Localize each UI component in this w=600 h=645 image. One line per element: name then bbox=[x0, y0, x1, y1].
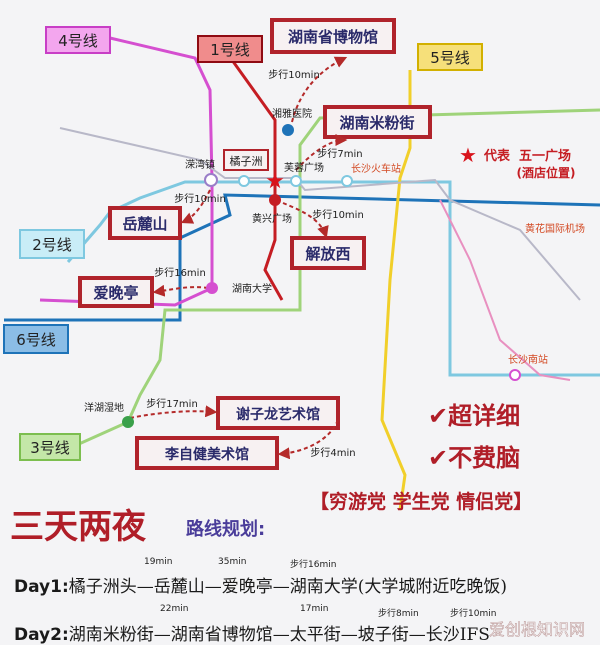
att-museum-text: 湖南省博物馆 bbox=[288, 28, 378, 46]
att-yuelu-text: 岳麓山 bbox=[122, 215, 167, 233]
walk-arrow-aiwan bbox=[152, 284, 209, 297]
grey-line-track bbox=[59, 127, 581, 301]
wk-rice-text: 步行7min bbox=[317, 147, 362, 160]
st-xiangya-text: 湘雅医院 bbox=[272, 107, 312, 120]
att-rice-text: 湖南米粉街 bbox=[339, 114, 414, 132]
lbl-l3-text: 3号线 bbox=[30, 439, 70, 457]
st-huanghua-text: 黄花国际机场 bbox=[525, 222, 585, 235]
attraction-yuelu: 岳麓山 bbox=[108, 206, 182, 240]
st-huangxing-text: 黄兴广场 bbox=[252, 212, 292, 225]
st-changsha-rail-text: 长沙火车站 bbox=[351, 162, 401, 175]
line4-label: 4号线 bbox=[45, 26, 111, 54]
station-dot-liuwanzhen bbox=[204, 173, 218, 187]
lbl-l5-text: 5号线 bbox=[430, 49, 470, 67]
line4-track bbox=[39, 36, 214, 307]
wk-aiwan-text: 步行16min bbox=[154, 266, 206, 279]
line2-track bbox=[66, 180, 600, 377]
station-dot-changsha-south bbox=[509, 369, 521, 381]
line3-track bbox=[69, 108, 600, 450]
ft-2-text: ✔不费脑 bbox=[428, 444, 520, 472]
day1-label: Day1: bbox=[14, 577, 69, 597]
day2-time-3: 步行8min bbox=[378, 609, 419, 619]
station-dot-furong bbox=[290, 175, 302, 187]
day2-time-1: 22min bbox=[160, 604, 189, 614]
line2-label: 2号线 bbox=[19, 229, 85, 259]
station-dot-juzizhou bbox=[238, 175, 250, 187]
lg-place-text: 五一广场 bbox=[519, 148, 571, 164]
lg-note-text: (酒店位置) bbox=[517, 165, 576, 180]
legend-star-icon: ★ bbox=[459, 143, 477, 167]
st-juzizhou-text: 橘子洲 bbox=[230, 155, 263, 168]
station-dot-huangxing bbox=[269, 194, 281, 206]
attraction-museum: 湖南省博物馆 bbox=[270, 18, 396, 54]
wk-jiefang-text: 步行10min bbox=[312, 208, 364, 221]
lg-prefix-text: 代表 bbox=[483, 148, 511, 164]
att-xiezilong-text: 谢子龙艺术馆 bbox=[236, 406, 320, 423]
wuyi-star-icon: ★ bbox=[265, 169, 285, 194]
walk-arrow-jiefang bbox=[282, 202, 329, 239]
plan-title-text: 三天两夜 bbox=[10, 507, 147, 547]
lbl-l2-text: 2号线 bbox=[32, 236, 72, 254]
line5-label: 5号线 bbox=[417, 43, 483, 71]
wk-museum-text: 步行10min bbox=[268, 68, 320, 81]
tags-text: 【穷游党 学生党 情侣党】 bbox=[310, 490, 532, 513]
station-juzizhou-box: 橘子洲 bbox=[223, 149, 269, 171]
day2-time-4: 步行10min bbox=[450, 609, 497, 619]
day1-row: Day1:橘子洲头—岳麓山—爱晚亭—湖南大学(大学城附近吃晚饭) bbox=[14, 572, 507, 597]
walk-arrow-lizijian bbox=[277, 419, 339, 460]
line6-label: 6号线 bbox=[3, 324, 69, 354]
day2-row: Day2:湖南米粉街—湖南省博物馆—太平街—坡子街—长沙IFS bbox=[14, 620, 490, 645]
day1-route: 橘子洲头—岳麓山—爱晚亭—湖南大学(大学城附近吃晚饭) bbox=[68, 577, 508, 597]
station-dot-changsha-rail bbox=[341, 175, 353, 187]
att-jiefang-text: 解放西 bbox=[305, 245, 350, 263]
walk-arrow-xiezilong bbox=[129, 405, 218, 419]
pink-line-track bbox=[439, 199, 571, 381]
wk-yuelu-text: 步行10min bbox=[174, 192, 226, 205]
st-furong-text: 芙蓉广场 bbox=[284, 161, 324, 174]
att-lizijian-text: 李自健美术馆 bbox=[164, 446, 249, 463]
wk-xiezilong-text: 步行17min bbox=[146, 397, 198, 410]
ft-1-text: ✔超详细 bbox=[428, 402, 520, 430]
st-yanghu-text: 洋湖湿地 bbox=[84, 401, 124, 414]
day1-time-2: 35min bbox=[218, 557, 247, 567]
walk-arrow-rice bbox=[295, 134, 348, 171]
watermark-text: 爱创根知识网 bbox=[489, 620, 585, 639]
line1-label: 1号线 bbox=[197, 35, 263, 63]
legend-hotel: ★ 代表 五一广场 (酒店位置) bbox=[459, 143, 575, 180]
plan-subtitle-text: 路线规划: bbox=[186, 518, 265, 540]
st-liuwanzhen-text: 溁湾镇 bbox=[185, 158, 215, 171]
day2-label: Day2: bbox=[14, 625, 69, 645]
wk-lizijian-text: 步行4min bbox=[310, 446, 355, 459]
station-dot-xiangya bbox=[282, 124, 294, 136]
station-dot-yanghu bbox=[122, 416, 134, 428]
lbl-l1-text: 1号线 bbox=[210, 41, 250, 59]
attraction-aiwan: 爱晚亭 bbox=[78, 276, 154, 308]
attraction-jiefang: 解放西 bbox=[290, 236, 366, 270]
line1-track bbox=[230, 59, 284, 301]
attraction-lizijian: 李自健美术馆 bbox=[135, 436, 279, 470]
walk-arrow-museum bbox=[291, 56, 348, 123]
attraction-rice-noodle: 湖南米粉街 bbox=[323, 105, 432, 139]
day2-time-2: 17min bbox=[300, 604, 329, 614]
st-hunan-univ-text: 湖南大学 bbox=[232, 282, 272, 295]
day1-time-1: 19min bbox=[144, 557, 173, 567]
att-aiwan-text: 爱晚亭 bbox=[93, 284, 138, 302]
line6-track bbox=[4, 193, 600, 322]
station-dot-hunan-univ bbox=[206, 282, 218, 294]
lbl-l4-text: 4号线 bbox=[58, 32, 98, 50]
line5-track bbox=[380, 70, 412, 511]
st-changsha-south-text: 长沙南站 bbox=[508, 353, 548, 366]
day1-time-3: 步行16min bbox=[290, 560, 337, 570]
line3-label: 3号线 bbox=[19, 433, 81, 461]
day2-route: 湖南米粉街—湖南省博物馆—太平街—坡子街—长沙IFS bbox=[68, 625, 490, 645]
lbl-l6-text: 6号线 bbox=[16, 331, 56, 349]
attraction-xiezilong: 谢子龙艺术馆 bbox=[216, 396, 340, 430]
